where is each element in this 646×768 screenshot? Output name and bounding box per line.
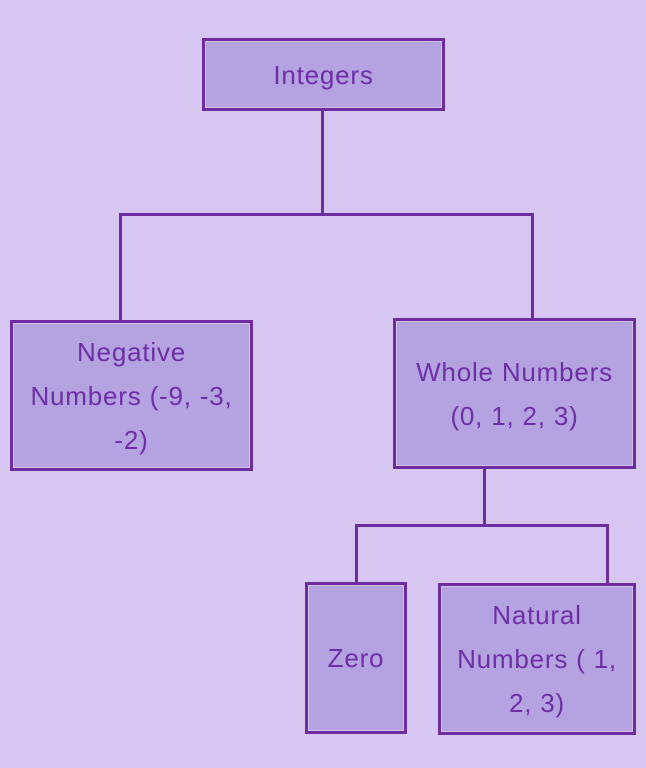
node-natural-label-line: Natural (492, 600, 582, 630)
connector-level1-bar (119, 213, 534, 216)
connector-integers-stem (321, 110, 324, 216)
node-natural-label-line: Numbers ( 1, (457, 644, 617, 674)
node-whole-label-line: Whole Numbers (416, 356, 613, 387)
node-integers-label: Integers (273, 59, 374, 90)
connector-whole-stem (483, 468, 486, 527)
node-whole-label-line: (0, 1, 2, 3) (450, 400, 579, 431)
connector-level2-bar (355, 524, 609, 527)
node-negative-numbers: Negative Numbers (-9, -3, -2) (10, 320, 253, 471)
node-negative-label-line: Negative (76, 336, 187, 367)
node-integers: Integers (202, 38, 445, 111)
node-whole-numbers: Whole Numbers (0, 1, 2, 3) (393, 318, 636, 469)
connector-whole-drop (531, 213, 534, 318)
node-negative-label-line: Numbers (-9, -3, (30, 380, 233, 411)
connector-zero-drop (355, 524, 358, 582)
node-negative-label-line: -2) (114, 424, 149, 455)
node-zero: Zero (305, 582, 407, 734)
node-natural-label-line: 2, 3) (508, 688, 566, 718)
node-zero-label: Zero (327, 643, 385, 673)
node-natural-numbers: Natural Numbers ( 1, 2, 3) (438, 583, 636, 735)
connector-negative-drop (119, 213, 122, 320)
connector-natural-drop (606, 524, 609, 583)
